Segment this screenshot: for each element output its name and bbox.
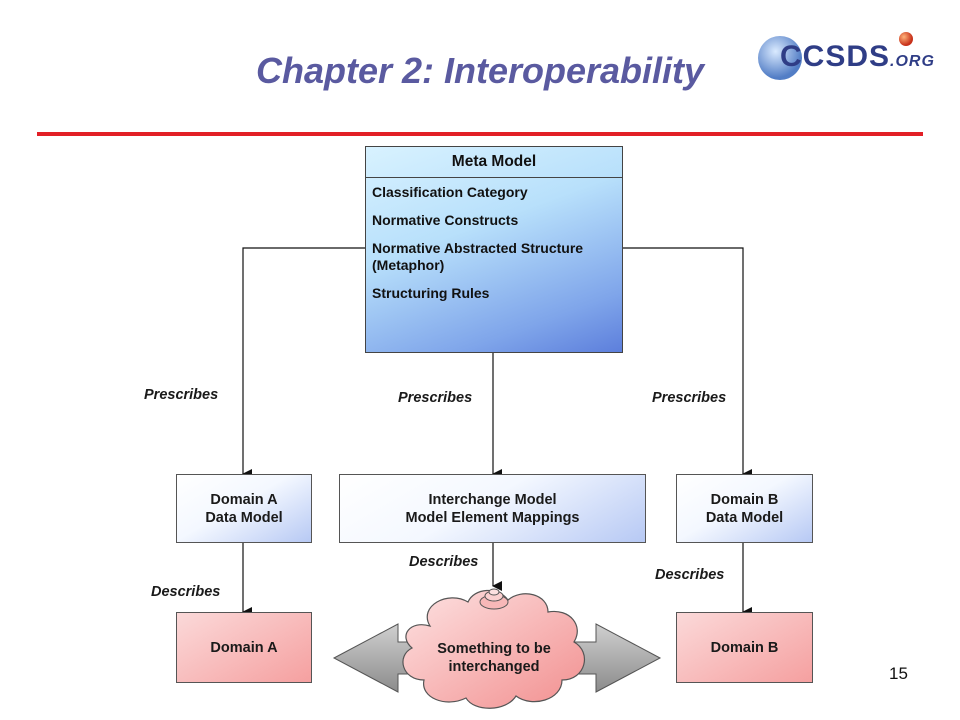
describes-label-center: Describes xyxy=(409,554,479,570)
domain-b-data-model-box: Domain B Data Model xyxy=(676,474,813,543)
prescribes-label-left: Prescribes xyxy=(144,387,219,403)
page-number: 15 xyxy=(889,664,908,683)
slide-title: Chapter 2: Interoperability xyxy=(255,50,705,91)
logo-suffix: .ORG xyxy=(890,53,935,70)
domain-b-model-line2: Data Model xyxy=(705,509,784,526)
meta-model-item: Classification Category xyxy=(372,184,528,200)
domain-b-label: Domain B xyxy=(710,639,779,656)
prescribes-connector-right xyxy=(623,247,752,479)
logo-text: CCSDS xyxy=(780,40,891,73)
interchange-model-box: Interchange Model Model Element Mappings xyxy=(339,474,646,543)
domain-b-model-line1: Domain B xyxy=(710,491,779,508)
meta-model-box: Meta Model Classification Category Norma… xyxy=(365,146,623,353)
meta-model-item: Normative Constructs xyxy=(372,212,519,228)
domain-a-model-line1: Domain A xyxy=(210,491,278,508)
cloud-label: Something to be interchanged xyxy=(422,640,566,676)
prescribes-label-center: Prescribes xyxy=(398,390,473,406)
interchange-model-line1: Interchange Model xyxy=(428,491,557,508)
title-divider xyxy=(37,132,923,136)
domain-a-data-model-box: Domain A Data Model xyxy=(176,474,312,543)
meta-model-title: Meta Model xyxy=(366,147,622,178)
describes-label-left: Describes xyxy=(151,584,221,600)
cloud-shape xyxy=(402,588,585,709)
cloud-label-line2: interchanged xyxy=(448,659,540,675)
describes-label-right: Describes xyxy=(655,567,725,583)
meta-model-item: Structuring Rules xyxy=(372,285,490,301)
domain-a-model-line2: Data Model xyxy=(205,509,283,526)
domain-a-box: Domain A xyxy=(176,612,312,683)
meta-model-item: Normative Abstracted Structure (Metaphor… xyxy=(372,240,584,273)
domain-a-label: Domain A xyxy=(210,639,278,656)
interchange-model-line2: Model Element Mappings xyxy=(405,509,580,526)
prescribes-label-right: Prescribes xyxy=(652,390,727,406)
logo-wordmark: CCSDS.ORG xyxy=(780,40,935,74)
meta-model-items: Classification Category Normative Constr… xyxy=(366,178,622,302)
ccsds-logo xyxy=(758,32,913,80)
prescribes-connector-left xyxy=(242,247,365,479)
cloud-label-line1: Something to be xyxy=(437,641,551,657)
domain-b-box: Domain B xyxy=(676,612,813,683)
